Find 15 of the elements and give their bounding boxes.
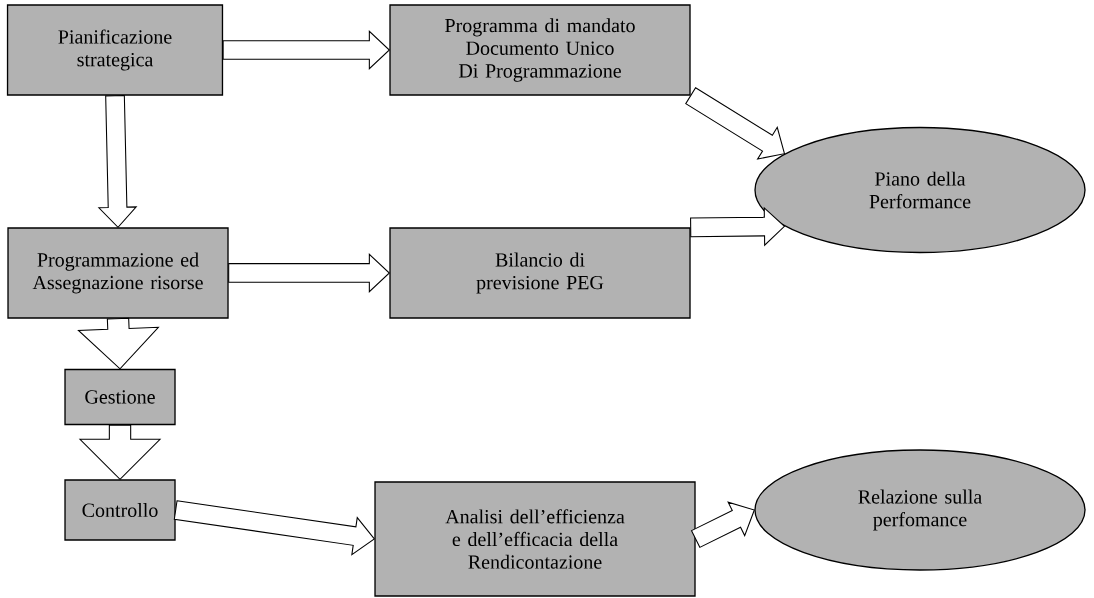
process-box: Programma di mandato Documento Unico Di Programmazione <box>389 4 691 96</box>
block-arrow <box>77 317 160 370</box>
process-box: Pianificazione strategica <box>6 4 224 96</box>
block-arrow <box>222 30 391 70</box>
process-box: Analisi dell’efficienza e dell’efficacia della Rendicontazione <box>374 481 696 597</box>
process-box: Bilancio di previsione PEG <box>389 227 691 319</box>
block-arrow <box>97 94 138 229</box>
block-arrow <box>228 253 391 293</box>
block-arrow <box>685 87 786 160</box>
block-arrow <box>173 500 376 556</box>
block-arrow <box>690 206 786 247</box>
process-box: Controllo <box>64 479 176 541</box>
block-arrow <box>78 424 162 481</box>
process-box: Gestione <box>64 368 176 426</box>
process-box: Programmazione ed Assegnazione risorse <box>7 227 229 319</box>
